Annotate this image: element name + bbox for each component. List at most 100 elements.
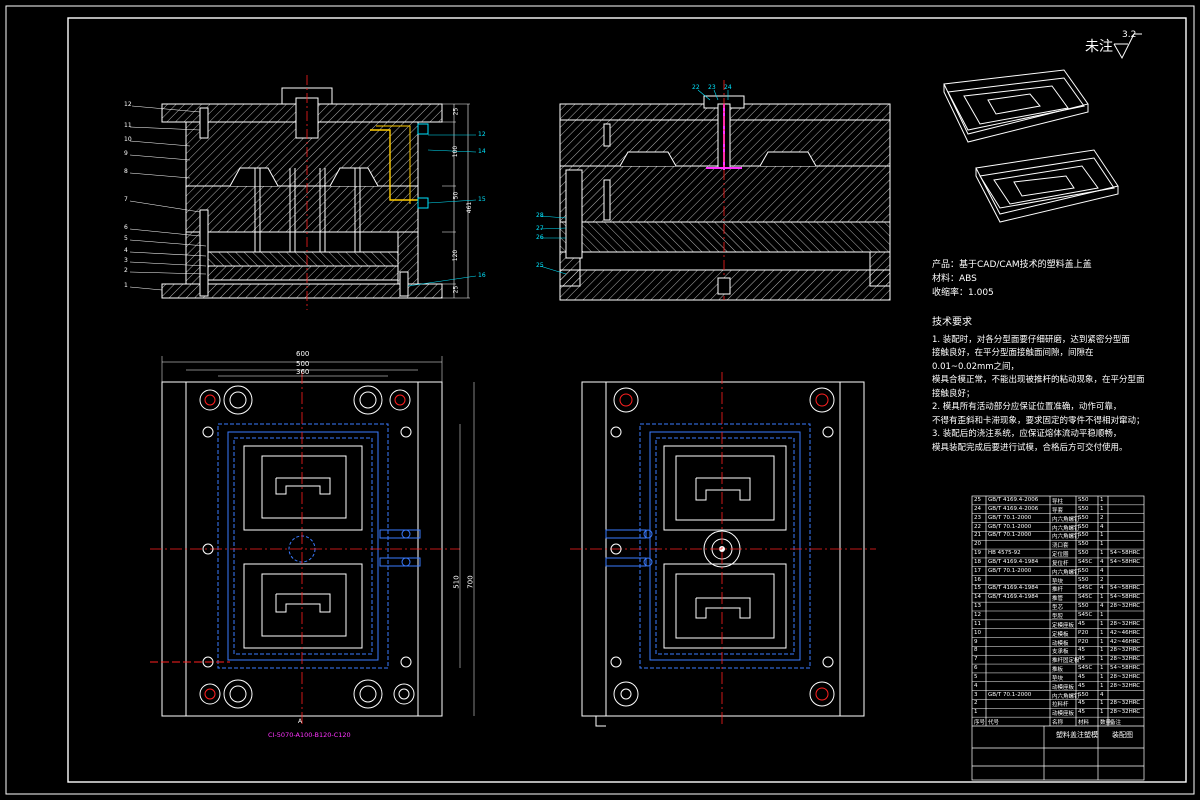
tech-line: 不得有歪斜和卡滞现象，要求固定的零件不得相对窜动； — [932, 415, 1145, 426]
bom-cell: 型腔 — [1052, 614, 1064, 620]
tech-title: 技术要求 — [932, 317, 972, 328]
bom-cell: 28~32HRC — [1110, 656, 1141, 663]
bom-cell: 45 — [1078, 620, 1085, 627]
bom-cell: 22 — [974, 523, 981, 530]
bom-cell: GB/T 70.1-2000 — [988, 532, 1032, 539]
bom-cell: GB/T 70.1-2000 — [988, 691, 1032, 698]
bom-cell: 导柱 — [1052, 499, 1064, 505]
leader-6: 6 — [124, 224, 128, 231]
bom-cell: S45C — [1078, 665, 1093, 672]
bom-cell: 45 — [1078, 700, 1085, 707]
title-code: 装配图 — [1112, 731, 1133, 739]
leader-r12: 12 — [478, 131, 486, 138]
bom-cell: 54~58HRC — [1110, 665, 1141, 672]
bom-cell: 支承板 — [1052, 649, 1069, 656]
bom-cell: HB 4575-92 — [988, 550, 1021, 557]
leader-26: 26 — [536, 234, 544, 241]
bom-cell: 1 — [1100, 541, 1104, 548]
dim-510: 510 — [452, 575, 461, 589]
bom-cell: 1 — [1100, 532, 1104, 539]
leader-r15: 15 — [478, 196, 486, 203]
tech-line: 模具合模正常，不能出现被推杆的粘动现象，在平分型面 — [932, 375, 1145, 385]
bom-cell: S50 — [1078, 497, 1089, 503]
bom-cell: 1 — [1100, 709, 1104, 716]
technical-requirements: 技术要求 1. 装配时，对各分型面要仔细研磨，达到紧密分型面 接触良好，在平分型… — [932, 316, 1145, 455]
leader-22: 22 — [692, 84, 700, 91]
bom-cell: 18 — [974, 558, 981, 565]
bom-cell: 垫块 — [1052, 578, 1064, 585]
bom-cell: 拉料杆 — [1052, 702, 1069, 709]
bom-cell: 内六角螺钉 — [1052, 525, 1080, 532]
leader-11: 11 — [124, 122, 132, 129]
leader-1: 1 — [124, 282, 128, 289]
bom-cell: 3 — [974, 691, 978, 698]
bom-cell: GB/T 4169.4-2006 — [988, 497, 1039, 503]
bom-cell: 28~32HRC — [1110, 709, 1141, 716]
bom-cell: GB/T 4169.4-1984 — [988, 585, 1039, 592]
bom-cell: S50 — [1078, 523, 1089, 530]
bom-cell: 25 — [974, 497, 981, 503]
bom-cell: 型芯 — [1052, 605, 1064, 612]
bom-cell: 4 — [1100, 523, 1104, 530]
bom-cell: 内六角螺钉 — [1052, 534, 1080, 541]
bom-cell: 42~46HRC — [1110, 629, 1141, 636]
dim-120: 120 — [452, 249, 460, 262]
bom-cell: GB/T 4169.4-1984 — [988, 594, 1039, 601]
bom-cell: 28~32HRC — [1110, 647, 1141, 654]
bom-cell: S50 — [1078, 541, 1089, 548]
bom-cell: 21 — [974, 532, 981, 539]
bom-cell: 54~58HRC — [1110, 558, 1141, 565]
bom-cell: 54~58HRC — [1110, 585, 1141, 592]
bom-cell: 23 — [974, 514, 981, 521]
leader-12: 12 — [124, 101, 132, 108]
bom-cell: 4 — [974, 682, 978, 689]
bom-cell: 14 — [974, 594, 981, 601]
moving-half-plan-view — [150, 356, 475, 726]
bom-cell: 1 — [1100, 647, 1104, 654]
bom-cell: S50 — [1078, 514, 1089, 521]
bom-cell: 定位圈 — [1052, 552, 1069, 559]
bom-cell: 1 — [1100, 673, 1104, 680]
bom-cell: 17 — [974, 567, 981, 574]
roughness-note: 未注 — [1085, 39, 1113, 55]
bom-cell: 1 — [1100, 550, 1104, 557]
bom-cell: 28~32HRC — [1110, 700, 1141, 707]
bom-header-cell: 数量 — [1100, 720, 1112, 727]
bom-header-cell: 备注 — [1110, 720, 1122, 727]
bom-cell: 内六角螺钉 — [1052, 516, 1080, 523]
bom-cell: 浇口套 — [1052, 543, 1069, 550]
shrinkage: 收缩率：1.005 — [932, 288, 994, 298]
bom-cell: 45 — [1078, 709, 1085, 716]
bom-cell: 8 — [974, 647, 978, 654]
bom-cell: 内六角螺钉 — [1052, 693, 1080, 700]
bom-cell: GB/T 70.1-2000 — [988, 514, 1032, 521]
bom-cell: 4 — [1100, 691, 1104, 698]
bom-cell: 动模座板 — [1052, 684, 1075, 691]
bom-cell: 20 — [974, 541, 981, 548]
bom-cell: 28~32HRC — [1110, 620, 1141, 627]
leader-9: 9 — [124, 150, 128, 157]
bom-cell: 5 — [974, 673, 978, 680]
bom-cell: 1 — [1100, 497, 1104, 503]
bom-cell: 28~32HRC — [1110, 682, 1141, 689]
bom-cell: 28~32HRC — [1110, 673, 1141, 680]
leader-4: 4 — [124, 247, 128, 254]
bom-cell: 13 — [974, 603, 981, 610]
bom-cell: 动模座板 — [1052, 711, 1075, 718]
bom-header-cell: 序号 — [974, 720, 986, 727]
bom-cell: 推管 — [1052, 596, 1064, 603]
bom-cell: 1 — [1100, 682, 1104, 689]
bom-cell: 1 — [1100, 594, 1104, 601]
front-section-view — [129, 75, 477, 310]
product-name: 产品：基于CAD/CAM技术的塑料盖上盖 — [932, 260, 1092, 270]
leader-2: 2 — [124, 267, 128, 274]
bom-header-cell: 材料 — [1078, 720, 1090, 727]
bom-cell: 2 — [1100, 514, 1104, 521]
bom-cell: 10 — [974, 629, 981, 636]
bom-cell: P20 — [1078, 629, 1089, 636]
title-name: 塑料盖注塑模 — [1056, 731, 1098, 739]
leader-23: 23 — [708, 84, 716, 91]
bom-cell: 16 — [974, 576, 981, 583]
leader-r14: 14 — [478, 148, 486, 155]
product-spec-block: 产品：基于CAD/CAM技术的塑料盖上盖 材料：ABS 收缩率：1.005 — [932, 258, 1092, 300]
